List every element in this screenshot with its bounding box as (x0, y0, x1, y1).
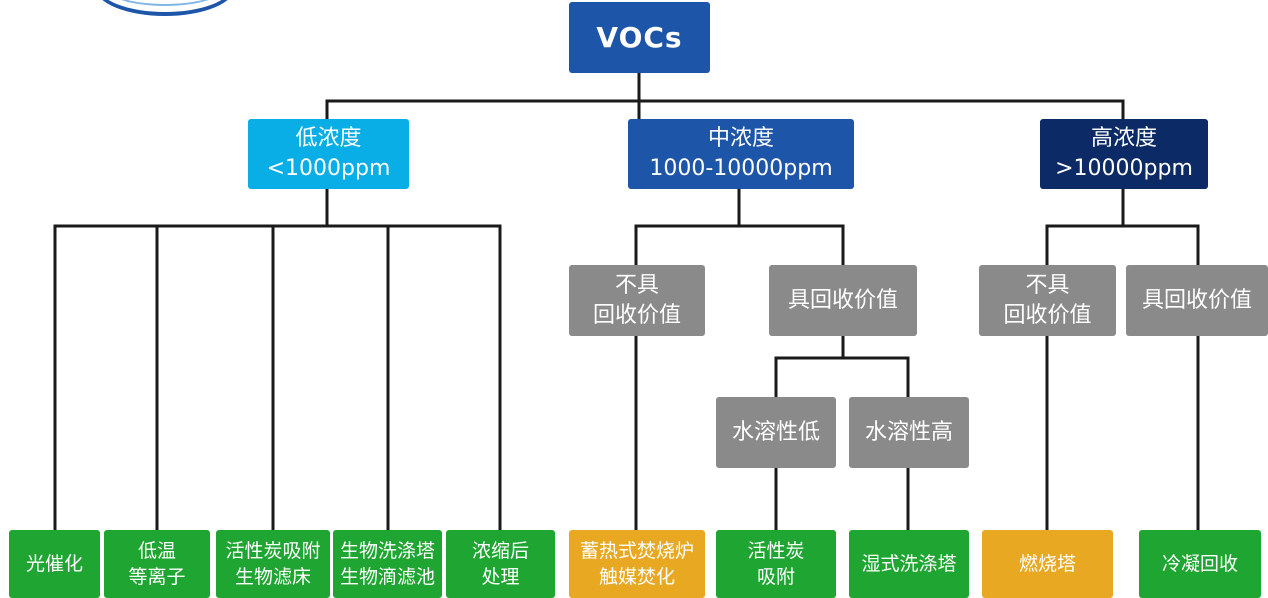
low-solubility-label: 水溶性低 (731, 419, 820, 445)
leaf-condensation-recovery: 冷凝回收 (1139, 530, 1261, 598)
leaf-carbon-adsorption: 活性炭 吸附 (716, 530, 836, 598)
bio-wash-line2: 生物滴滤池 (339, 566, 435, 588)
plasma-line1: 低温 (137, 540, 176, 562)
plasma-line2: 等离子 (128, 566, 186, 588)
high-concentration-range: >10000ppm (1055, 156, 1193, 181)
leaf-regenerative-incinerator: 蓄热式焚烧炉 触媒焚化 (569, 530, 705, 598)
mid-concentration-range: 1000-10000ppm (649, 156, 833, 181)
concentrate-line2: 处理 (481, 566, 520, 588)
bio-wash-line1: 生物洗涤塔 (339, 540, 435, 562)
mid-concentration-title: 中浓度 (707, 126, 774, 151)
mid-value-label: 具回收价值 (787, 287, 898, 313)
root-node-vocs: VOCs (569, 2, 710, 73)
root-label: VOCs (596, 21, 683, 54)
carbon-bio-line1: 活性炭吸附 (225, 540, 321, 562)
mid-no-value-line1: 不具 (614, 272, 659, 298)
photocatalysis-label: 光催化 (25, 553, 83, 575)
node-low-concentration: 低浓度 <1000ppm (248, 119, 409, 189)
mid-no-value-line2: 回收价值 (592, 302, 681, 328)
leaf-combustion-tower: 燃烧塔 (982, 530, 1113, 598)
high-value-label: 具回收价值 (1141, 287, 1252, 313)
node-high-water-solubility: 水溶性高 (849, 397, 969, 468)
node-mid-no-recovery-value: 不具 回收价值 (569, 265, 705, 336)
high-concentration-title: 高浓度 (1090, 126, 1157, 151)
carbon-bio-line2: 生物滤床 (234, 566, 311, 588)
node-mid-recovery-value: 具回收价值 (769, 265, 917, 336)
carbon-adsorb-line2: 吸附 (756, 566, 795, 588)
concentrate-line1: 浓缩后 (471, 540, 529, 562)
leaf-low-temp-plasma: 低温 等离子 (104, 530, 210, 598)
rto-line2: 触媒焚化 (598, 566, 675, 588)
leaf-photocatalysis: 光催化 (9, 530, 100, 598)
node-high-concentration: 高浓度 >10000ppm (1040, 119, 1208, 189)
leaf-concentrate-treatment: 浓缩后 处理 (446, 530, 555, 598)
high-solubility-label: 水溶性高 (864, 419, 953, 445)
node-high-no-recovery-value: 不具 回收价值 (979, 265, 1116, 336)
combustion-label: 燃烧塔 (1018, 553, 1076, 575)
leaf-bio-scrubber: 生物洗涤塔 生物滴滤池 (333, 530, 442, 598)
high-no-value-line1: 不具 (1025, 272, 1070, 298)
low-concentration-range: <1000ppm (266, 156, 391, 181)
leaf-wet-scrubber: 湿式洗涤塔 (849, 530, 969, 598)
rto-line1: 蓄热式焚烧炉 (579, 540, 694, 562)
node-mid-concentration: 中浓度 1000-10000ppm (628, 119, 854, 189)
low-concentration-title: 低浓度 (295, 126, 362, 151)
wet-scrubber-label: 湿式洗涤塔 (861, 553, 957, 575)
high-no-value-line2: 回收价值 (1003, 302, 1092, 328)
carbon-adsorb-line1: 活性炭 (747, 540, 805, 562)
condensation-label: 冷凝回收 (1161, 553, 1238, 575)
node-high-recovery-value: 具回收价值 (1126, 265, 1268, 336)
node-low-water-solubility: 水溶性低 (716, 397, 836, 468)
leaf-carbon-biofilter: 活性炭吸附 生物滤床 (216, 530, 330, 598)
